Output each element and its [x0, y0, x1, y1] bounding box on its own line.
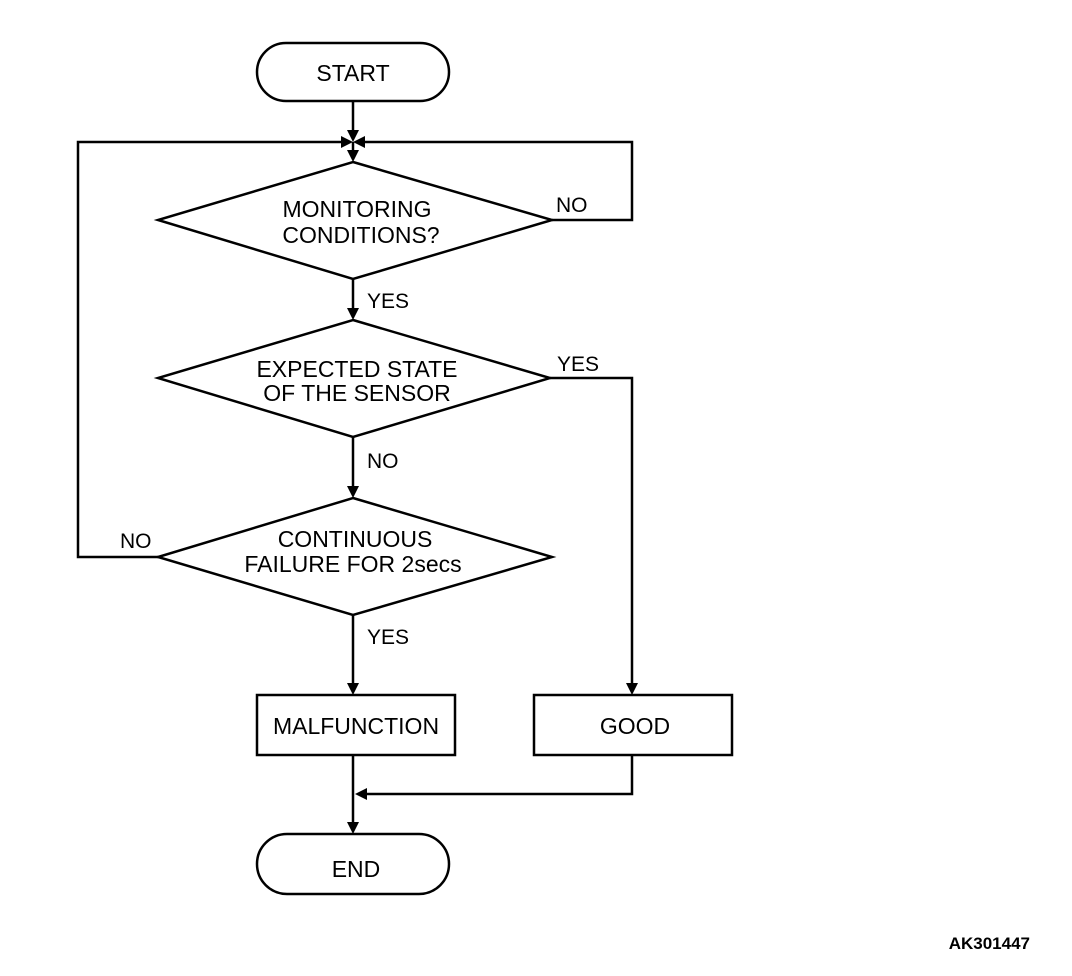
connector-monitoring-no-loop: [365, 140, 634, 222]
arrowhead-right-loop: [353, 136, 365, 148]
monitoring-label-line1: MONITORING: [282, 196, 431, 222]
arrowhead-into-continuous: [347, 486, 359, 498]
good-process: [532, 693, 734, 757]
continuous-no-label: NO: [120, 530, 152, 553]
arrowhead-into-good: [626, 683, 638, 695]
continuous-label-line1: CONTINUOUS: [278, 526, 433, 552]
continuous-yes-label: YES: [367, 626, 409, 649]
expected-label-line2: OF THE SENSOR: [263, 380, 450, 406]
monitoring-label-line2: CONDITIONS?: [282, 222, 439, 248]
connector-continuous-no-loop: [76, 140, 341, 559]
expected-no-label: NO: [367, 450, 399, 473]
arrowhead-good-merge: [355, 788, 367, 800]
figure-id: AK301447: [949, 934, 1030, 953]
good-label: GOOD: [600, 713, 670, 739]
malfunction-label: MALFUNCTION: [273, 713, 439, 739]
arrowhead-into-malfunction: [347, 683, 359, 695]
arrowhead-start-merge: [347, 130, 359, 142]
arrowhead-into-end: [347, 822, 359, 834]
arrowhead-left-loop: [341, 136, 353, 148]
monitoring-yes-label: YES: [367, 290, 409, 313]
arrowhead-into-monitoring: [347, 150, 359, 162]
monitoring-no-label: NO: [556, 194, 588, 217]
malfunction-process: [255, 693, 457, 757]
start-label: START: [316, 60, 389, 86]
end-terminal: [255, 832, 451, 896]
end-label: END: [332, 856, 381, 882]
continuous-label-line2: FAILURE FOR 2secs: [244, 551, 461, 577]
arrowhead-into-expected: [347, 308, 359, 320]
expected-yes-label: YES: [557, 353, 599, 376]
connector-expected-yes-to-good: [550, 376, 634, 683]
expected-label-line1: EXPECTED STATE: [256, 356, 457, 382]
connector-good-to-merge: [365, 755, 634, 796]
